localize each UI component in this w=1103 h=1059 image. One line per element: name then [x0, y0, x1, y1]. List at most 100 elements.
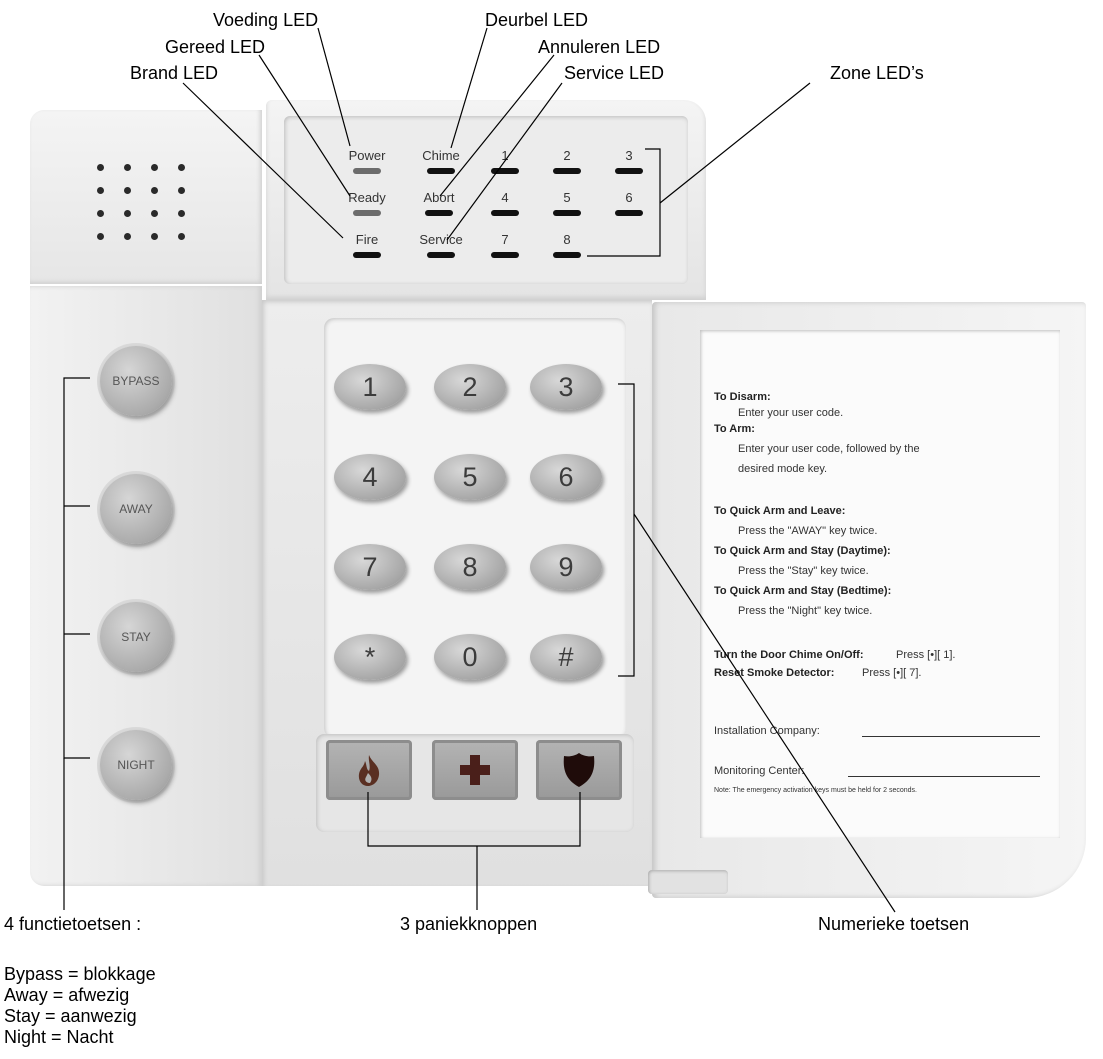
legend-away: Away = afwezig — [4, 985, 130, 1005]
stay-key[interactable]: STAY — [100, 602, 172, 672]
legend-stay: Stay = aanwezig — [4, 1006, 137, 1026]
callout-voeding: Voeding LED — [213, 10, 319, 30]
zone-label-6: 6 — [625, 190, 633, 205]
speaker-hole — [178, 233, 185, 240]
card-quick-leave-text: Press the "AWAY" key twice. — [738, 525, 878, 537]
key-3[interactable]: 3 — [530, 364, 602, 410]
police-shield-icon — [563, 753, 595, 787]
fire-icon — [358, 755, 380, 786]
card-smoke-value: Press [•][ 7]. — [862, 667, 922, 679]
led-label-service: Service — [419, 232, 463, 247]
speaker-hole — [178, 210, 185, 217]
card-quick-day-text: Press the "Stay" key twice. — [738, 565, 869, 577]
fire-led — [353, 252, 381, 258]
panic-bracket — [367, 792, 581, 847]
zone-label-5: 5 — [563, 190, 571, 205]
chime-led — [427, 168, 455, 174]
card-quick-day-heading: To Quick Arm and Stay (Daytime): — [714, 545, 891, 557]
speaker-hole — [124, 164, 131, 171]
speaker-hole — [97, 210, 104, 217]
card-smoke-heading: Reset Smoke Detector: — [714, 667, 835, 679]
police-panic-button[interactable] — [536, 740, 622, 800]
card-quick-bed-text: Press the "Night" key twice. — [738, 605, 873, 617]
callout-line-brand — [182, 82, 344, 239]
card-installation-line — [862, 736, 1040, 737]
led-label-power: Power — [348, 148, 386, 163]
callout-paniek: 3 paniekknoppen — [400, 914, 538, 934]
key-8[interactable]: 8 — [434, 544, 506, 590]
bypass-key[interactable]: BYPASS — [100, 346, 172, 416]
night-key[interactable]: NIGHT — [100, 730, 172, 800]
led-label-ready: Ready — [348, 190, 386, 205]
key-2[interactable]: 2 — [434, 364, 506, 410]
zone-led-5 — [553, 210, 581, 216]
zone-label-1: 1 — [501, 148, 509, 163]
callout-line-gereed — [258, 54, 351, 197]
key-5[interactable]: 5 — [434, 454, 506, 500]
speaker-hole — [124, 210, 131, 217]
callout-line-voeding — [317, 27, 351, 147]
key-1[interactable]: 1 — [334, 364, 406, 410]
callout-annuleren: Annuleren LED — [538, 37, 661, 57]
key-7[interactable]: 7 — [334, 544, 406, 590]
card-disarm-heading: To Disarm: — [714, 391, 771, 403]
card-chime-value: Press [•][ 1]. — [896, 649, 956, 661]
zone-label-4: 4 — [501, 190, 509, 205]
callout-numeriek: Numerieke toetsen — [818, 914, 970, 934]
key-6[interactable]: 6 — [530, 454, 602, 500]
zone-led-6 — [615, 210, 643, 216]
callout-line-zone — [659, 82, 811, 204]
speaker-hole — [97, 233, 104, 240]
speaker-hole — [178, 187, 185, 194]
key-0[interactable]: 0 — [434, 634, 506, 680]
zone-label-7: 7 — [501, 232, 509, 247]
legend-night: Night = Nacht — [4, 1027, 114, 1047]
speaker-grille — [30, 110, 262, 284]
ready-led — [353, 210, 381, 216]
callout-gereed: Gereed LED — [165, 37, 266, 57]
legend-bypass: Bypass = blokkage — [4, 964, 156, 984]
key-9[interactable]: 9 — [530, 544, 602, 590]
zone-led-2 — [553, 168, 581, 174]
speaker-hole — [151, 233, 158, 240]
instruction-card — [700, 330, 1060, 838]
card-installation-label: Installation Company: — [714, 725, 820, 737]
away-key[interactable]: AWAY — [100, 474, 172, 544]
speaker-hole — [151, 210, 158, 217]
key-star[interactable]: * — [334, 634, 406, 680]
card-arm-text-2: desired mode key. — [738, 463, 828, 475]
card-monitoring-label: Monitoring Center: — [714, 765, 805, 777]
callout-zone: Zone LED’s — [830, 63, 924, 83]
callout-line-numeriek — [633, 513, 896, 913]
zone-led-3 — [615, 168, 643, 174]
zone-led-8 — [553, 252, 581, 258]
function-bracket — [63, 377, 90, 759]
card-arm-heading: To Arm: — [714, 423, 755, 435]
speaker-hole — [151, 164, 158, 171]
zone-bracket — [587, 148, 661, 257]
fire-panic-button[interactable] — [326, 740, 412, 800]
speaker-hole — [124, 187, 131, 194]
led-label-abort: Abort — [423, 190, 455, 205]
medical-cross-icon — [460, 755, 490, 785]
card-disarm-text: Enter your user code. — [738, 407, 844, 419]
medical-panic-button[interactable] — [432, 740, 518, 800]
abort-led — [425, 210, 453, 216]
led-label-fire: Fire — [355, 232, 379, 247]
card-quick-bed-heading: To Quick Arm and Stay (Bedtime): — [714, 585, 892, 597]
numeric-bracket — [618, 383, 635, 677]
door-hinge — [648, 870, 728, 894]
zone-label-3: 3 — [625, 148, 633, 163]
key-4[interactable]: 4 — [334, 454, 406, 500]
zone-label-2: 2 — [563, 148, 571, 163]
zone-label-8: 8 — [563, 232, 571, 247]
callout-line-deurbel — [450, 27, 488, 149]
card-monitoring-line — [848, 776, 1040, 777]
power-led — [353, 168, 381, 174]
zone-led-7 — [491, 252, 519, 258]
card-arm-text-1: Enter your user code, followed by the — [738, 443, 920, 455]
callout-line-annuleren — [439, 54, 555, 197]
speaker-hole — [178, 164, 185, 171]
key-hash[interactable]: # — [530, 634, 602, 680]
